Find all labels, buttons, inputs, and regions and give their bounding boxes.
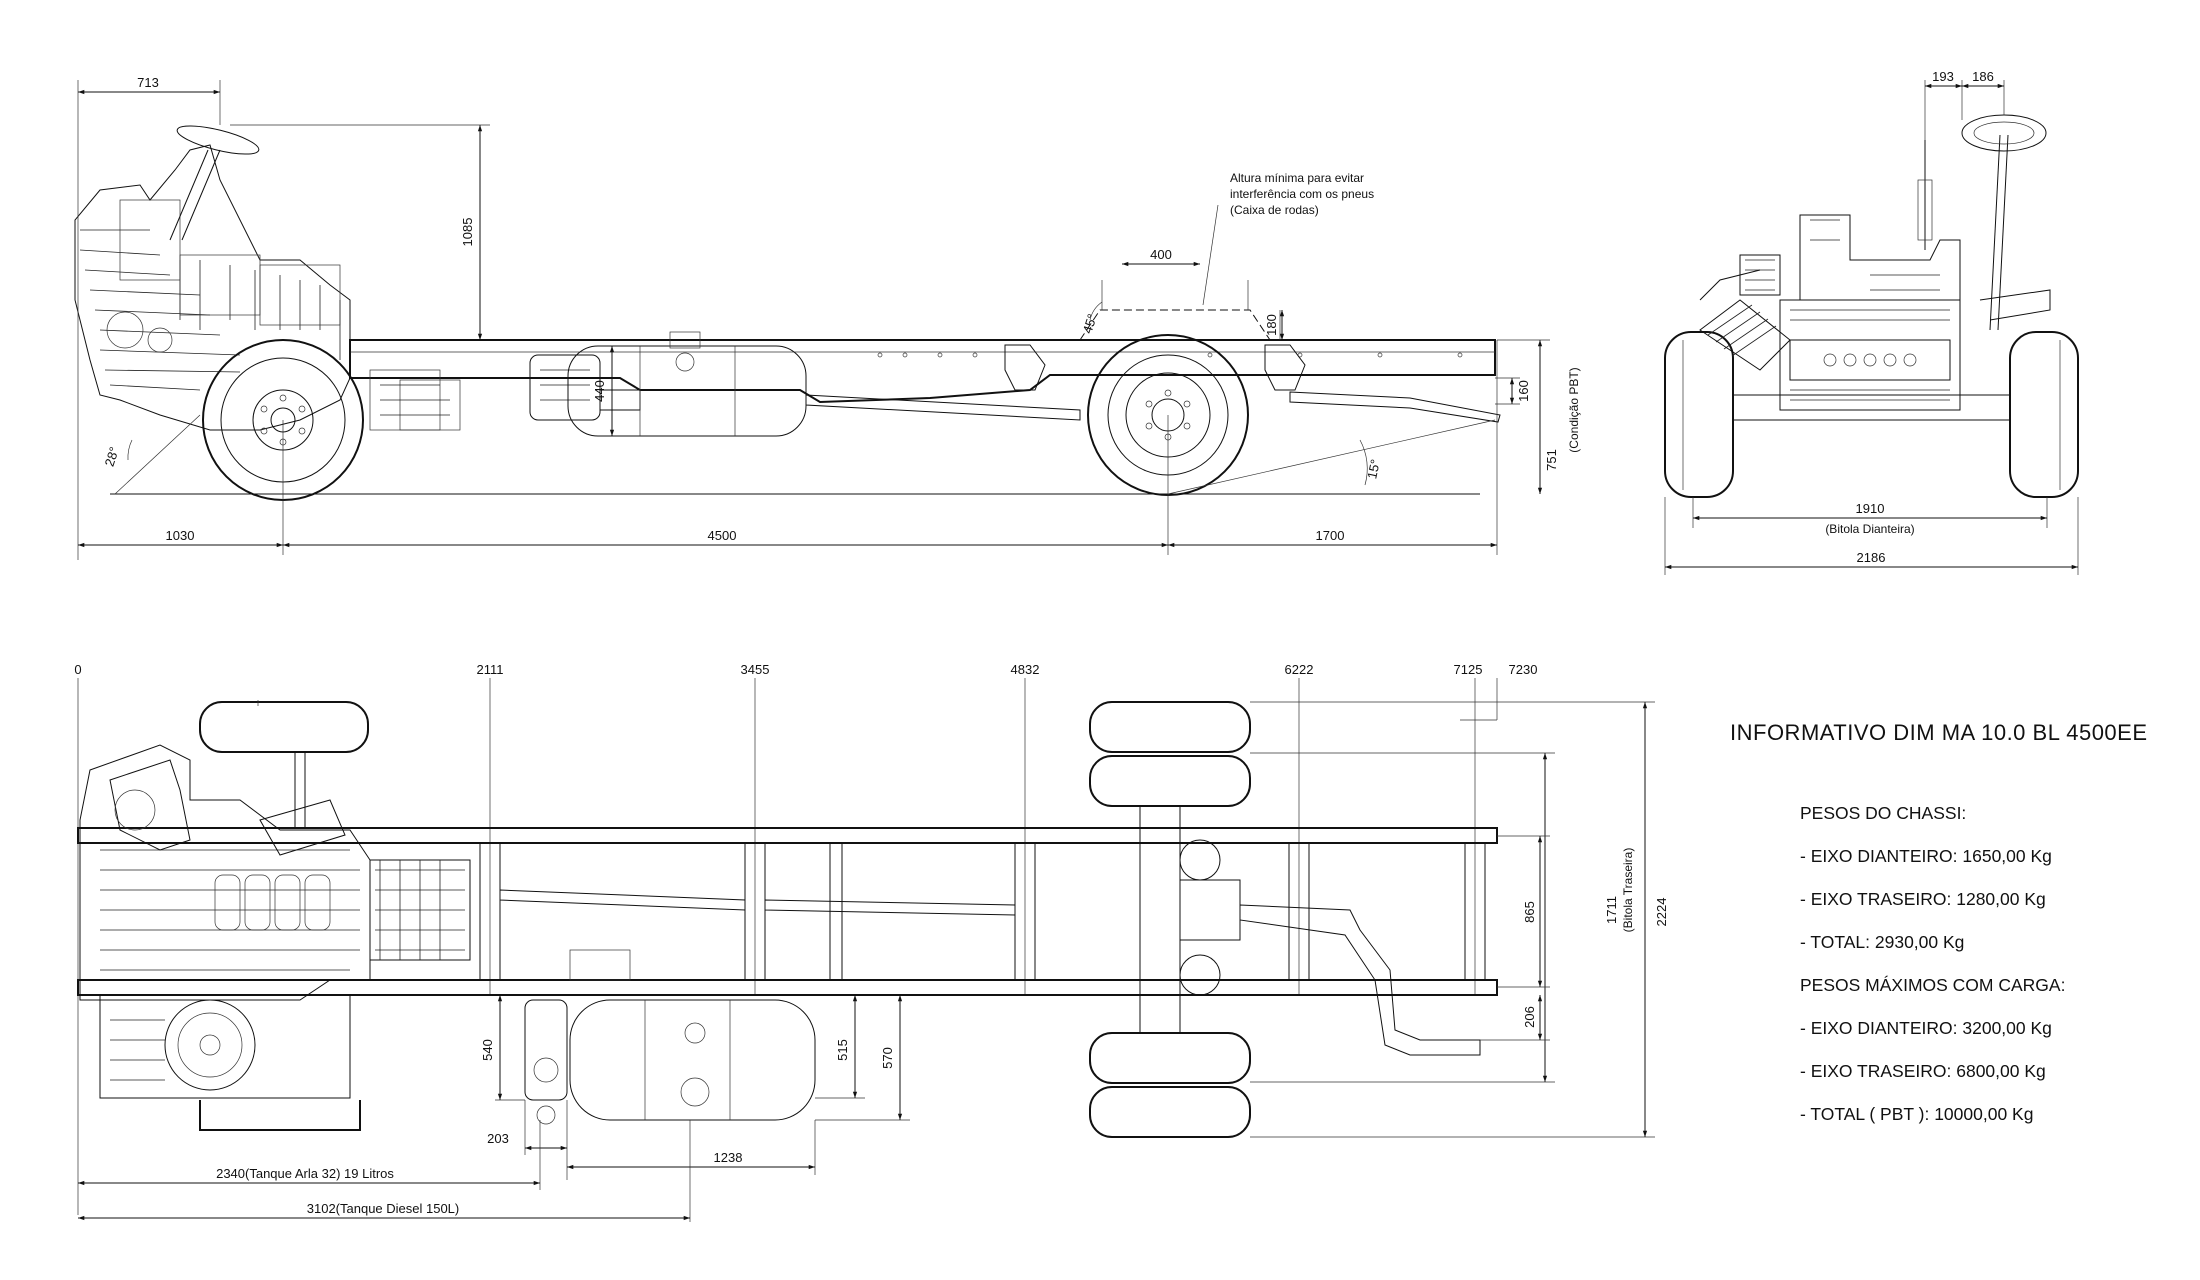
station-7230: 7230 (1509, 662, 1538, 677)
panel-title: INFORMATIVO DIM MA 10.0 BL 4500EE (1730, 720, 2148, 745)
dim-rear-track: 1711 (1604, 896, 1619, 924)
engine-top (79, 744, 471, 1001)
dim-ground-height: 751 (1544, 449, 1559, 471)
dim-arla-offset: 540 (480, 1039, 495, 1061)
rear-track-label: (Bitola Traseira) (1621, 848, 1635, 933)
dim-steering-offset: 713 (137, 75, 159, 90)
dim-tank-height: 440 (592, 380, 607, 402)
rear-tire-bottom-inner (1089, 1032, 1251, 1084)
angle-wheelhouse: 45° (1080, 312, 1100, 335)
station-7125: 7125 (1454, 662, 1483, 677)
rear-axle (1139, 805, 1181, 1034)
exhaust-top (1239, 904, 1481, 1056)
station-6222: 6222 (1285, 662, 1314, 677)
dim-frame-height: 160 (1516, 380, 1531, 402)
front-tire-right (2009, 331, 2079, 498)
dim-diesel-length: 1238 (714, 1150, 743, 1165)
chassis-rear-axle-weight: - EIXO TRASEIRO: 1280,00 Kg (1800, 889, 2046, 909)
dim-wheelbase: 4500 (708, 528, 737, 543)
weights-info-panel: INFORMATIVO DIM MA 10.0 BL 4500EE PESOS … (1720, 720, 2180, 1136)
dim-wheelhouse-height: 180 (1264, 314, 1279, 336)
rear-tire-top-inner (1089, 755, 1251, 807)
station-4832: 4832 (1011, 662, 1040, 677)
front-wheel-top (199, 1100, 361, 1131)
dim-diesel-offset-1: 515 (835, 1039, 850, 1061)
dim-right-offset: 186 (1972, 69, 1994, 84)
dim-front-track: 1910 (1856, 501, 1885, 516)
dim-front-overhang: 1030 (166, 528, 195, 543)
angle-departure: 15° (1364, 458, 1383, 480)
dim-diesel-offset-2: 570 (880, 1047, 895, 1069)
dim-wheelhouse-width: 400 (1150, 247, 1172, 262)
dim-diesel-position: 3102(Tanque Diesel 150L) (307, 1201, 460, 1216)
ground-condition-label: (Condição PBT) (1567, 367, 1581, 452)
max-load-heading: PESOS MÁXIMOS COM CARGA: (1800, 975, 2066, 995)
max-rear-axle-weight: - EIXO TRASEIRO: 6800,00 Kg (1800, 1061, 2046, 1081)
front-tire-left (1664, 331, 1734, 498)
dim-arla-x: 203 (487, 1131, 509, 1146)
top-view: 0 2111 3455 4832 6222 7125 7230 865 1711… (74, 662, 1669, 1222)
dim-left-offset: 193 (1932, 69, 1954, 84)
chassis-front-axle-weight: - EIXO DIANTEIRO: 1650,00 Kg (1800, 846, 2052, 866)
transmission (529, 354, 641, 421)
side-view: 713 1085 1030 4500 1700 440 160 751 (Con… (74, 75, 1581, 560)
rear-tire-top-outer (1089, 701, 1251, 753)
arla-tank (524, 999, 568, 1101)
fuel-tank-side (567, 331, 807, 437)
angle-approach: 28° (102, 445, 122, 468)
dim-steering-height: 1085 (460, 218, 475, 247)
dim-arla-position: 2340(Tanque Arla 32) 19 Litros (216, 1166, 394, 1181)
chassis-total-weight: - TOTAL: 2930,00 Kg (1800, 932, 1965, 952)
top-steering-wheel (164, 999, 256, 1091)
spare-wheel (199, 701, 369, 753)
station-0: 0 (74, 662, 81, 677)
engine-block (74, 144, 461, 431)
wheelhouse-note-3: (Caixa de rodas) (1230, 203, 1319, 217)
station-3455: 3455 (741, 662, 770, 677)
steering-wheel (169, 125, 260, 241)
frame-rail-bottom (77, 979, 1498, 996)
chassis-weights-heading: PESOS DO CHASSI: (1800, 803, 1967, 823)
dim-overall-width-top: 2224 (1654, 898, 1669, 927)
dim-frame-width: 865 (1522, 901, 1537, 923)
wheelhouse-note-1: Altura mínima para evitar (1230, 171, 1364, 185)
dim-overall-width-front: 2186 (1857, 550, 1886, 565)
dim-rail-offset: 206 (1522, 1006, 1537, 1028)
max-total-weight: - TOTAL ( PBT ): 10000,00 Kg (1800, 1104, 2034, 1124)
station-2111: 2111 (477, 662, 504, 677)
front-view: 193 186 1910 (Bitola Dianteira) 2186 (1664, 69, 2079, 575)
frame-rail-top (77, 827, 1498, 844)
dim-rear-overhang: 1700 (1316, 528, 1345, 543)
wheelhouse-note-2: interferência com os pneus (1230, 187, 1374, 201)
diesel-tank-top (569, 999, 816, 1121)
front-steering-wheel (1961, 114, 2047, 152)
front-track-label: (Bitola Dianteira) (1825, 522, 1914, 536)
rear-tire-bottom-outer (1089, 1086, 1251, 1138)
max-front-axle-weight: - EIXO DIANTEIRO: 3200,00 Kg (1800, 1018, 2052, 1038)
